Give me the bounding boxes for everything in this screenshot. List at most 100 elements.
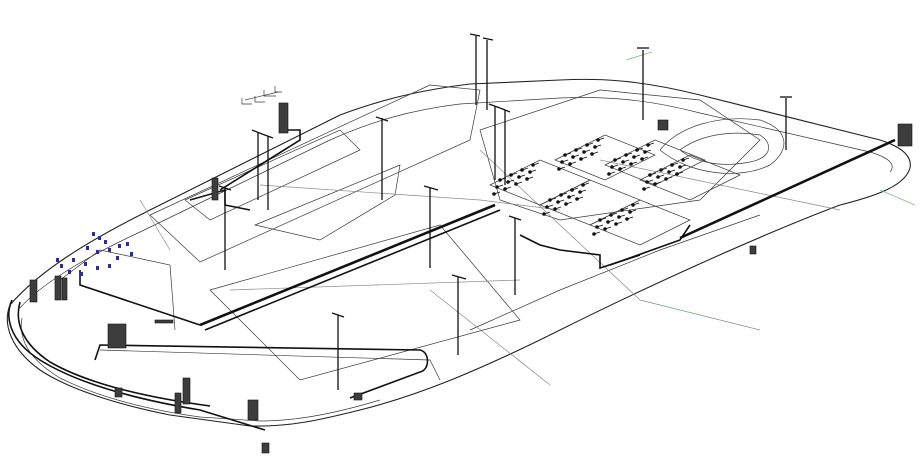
fixture-symbol bbox=[560, 159, 569, 164]
fixture-symbol bbox=[642, 186, 651, 191]
fixture-symbol bbox=[670, 162, 679, 167]
fixture-symbol bbox=[632, 154, 641, 159]
fixture-symbol bbox=[592, 231, 601, 236]
valve-box-north bbox=[657, 119, 669, 131]
fixture-marker bbox=[98, 236, 101, 240]
fixture-symbol bbox=[590, 151, 599, 156]
fixture-symbol bbox=[595, 224, 604, 229]
fixture-symbol bbox=[509, 172, 518, 177]
fixture-symbol bbox=[648, 172, 657, 177]
building-outline bbox=[6, 78, 911, 427]
riser-tank-s-3 bbox=[247, 399, 259, 421]
riser-tank-sw-2 bbox=[54, 275, 62, 301]
fixture-symbol bbox=[629, 161, 638, 166]
fixture-symbol bbox=[640, 156, 649, 161]
fixture-marker bbox=[126, 242, 129, 246]
fixture-symbol bbox=[579, 156, 588, 161]
fixture-symbol bbox=[568, 161, 577, 166]
fixture-symbol bbox=[495, 184, 504, 189]
fixture-symbol bbox=[606, 219, 615, 224]
pump-unit-south bbox=[107, 323, 127, 349]
fixture-symbol bbox=[675, 171, 684, 176]
fixture-symbol bbox=[498, 177, 507, 182]
fixture-symbol bbox=[570, 187, 579, 192]
fixture-symbol bbox=[598, 217, 607, 222]
fixture-marker bbox=[60, 264, 63, 268]
fixture-symbol bbox=[528, 169, 537, 174]
fixture-symbol bbox=[525, 176, 534, 181]
fixture-marker bbox=[96, 250, 99, 254]
fixture-symbol bbox=[574, 147, 583, 152]
fixture-symbol bbox=[563, 152, 572, 157]
fixture-symbol bbox=[514, 181, 523, 186]
fixture-marker bbox=[108, 248, 111, 252]
fixture-symbol bbox=[618, 166, 627, 171]
riser-tank-s-1 bbox=[182, 377, 191, 405]
fixture-symbol bbox=[553, 206, 562, 211]
valve-box-east bbox=[749, 245, 757, 255]
fixture-symbol bbox=[564, 201, 573, 206]
fixture-symbol bbox=[681, 157, 690, 162]
fixture-symbol bbox=[664, 176, 673, 181]
fixture-symbol bbox=[645, 179, 654, 184]
valve-box-centre bbox=[353, 392, 363, 401]
equipment-units bbox=[29, 102, 913, 454]
riser-poles bbox=[218, 33, 792, 390]
fixture-symbol bbox=[545, 204, 554, 209]
fixture-symbol bbox=[659, 167, 668, 172]
fixture-symbol bbox=[556, 199, 565, 204]
fixture-symbol bbox=[548, 197, 557, 202]
bracket-symbols bbox=[241, 86, 282, 105]
pump-unit-east bbox=[897, 123, 913, 147]
fixture-grid-panels bbox=[489, 134, 741, 246]
fixture-symbol bbox=[506, 179, 515, 184]
fixture-symbol bbox=[503, 186, 512, 191]
fixture-marker bbox=[96, 266, 99, 270]
fixture-symbol bbox=[492, 191, 501, 196]
valve-box-south bbox=[114, 387, 123, 398]
fixture-symbol bbox=[593, 144, 602, 149]
fixture-symbol bbox=[607, 171, 616, 176]
fixture-symbol bbox=[531, 162, 540, 167]
fixture-symbol bbox=[620, 207, 629, 212]
fixture-symbol bbox=[582, 149, 591, 154]
fixture-marker bbox=[72, 258, 75, 262]
floor-zones bbox=[59, 84, 841, 386]
fixture-symbol bbox=[575, 196, 584, 201]
valve-box-bottom bbox=[261, 442, 270, 454]
fixture-symbol bbox=[585, 142, 594, 147]
fixture-symbol bbox=[542, 211, 551, 216]
fixture-symbol bbox=[656, 174, 665, 179]
fixture-symbol bbox=[617, 214, 626, 219]
fixture-symbol bbox=[621, 159, 630, 164]
fixture-marker bbox=[116, 256, 119, 260]
fixture-symbol bbox=[567, 194, 576, 199]
fixture-symbol bbox=[557, 166, 566, 171]
riser-tank-sw-1 bbox=[29, 279, 38, 303]
fixture-symbol bbox=[596, 137, 605, 142]
fixture-symbol bbox=[625, 216, 634, 221]
grid-accent-lines bbox=[625, 51, 916, 316]
fixture-symbol bbox=[631, 202, 640, 207]
fixture-symbol bbox=[610, 164, 619, 169]
fixture-symbol bbox=[646, 142, 655, 147]
fixture-marker bbox=[56, 258, 59, 262]
fixture-marker bbox=[68, 270, 71, 274]
fixture-symbol bbox=[578, 189, 587, 194]
fixture-symbol bbox=[624, 152, 633, 157]
fixture-symbol bbox=[653, 181, 662, 186]
fixture-symbol bbox=[517, 174, 526, 179]
riser-tank-west bbox=[211, 177, 219, 201]
main-pipe-runs bbox=[8, 129, 896, 431]
fixture-marker bbox=[86, 246, 89, 250]
fixture-symbol bbox=[628, 209, 637, 214]
fixture-symbol bbox=[678, 164, 687, 169]
fixture-marker bbox=[118, 244, 121, 248]
fixture-marker bbox=[108, 264, 111, 268]
fixture-symbol bbox=[571, 154, 580, 159]
drain-grate bbox=[154, 319, 174, 324]
fixture-marker bbox=[130, 252, 133, 256]
fixture-symbol bbox=[613, 157, 622, 162]
